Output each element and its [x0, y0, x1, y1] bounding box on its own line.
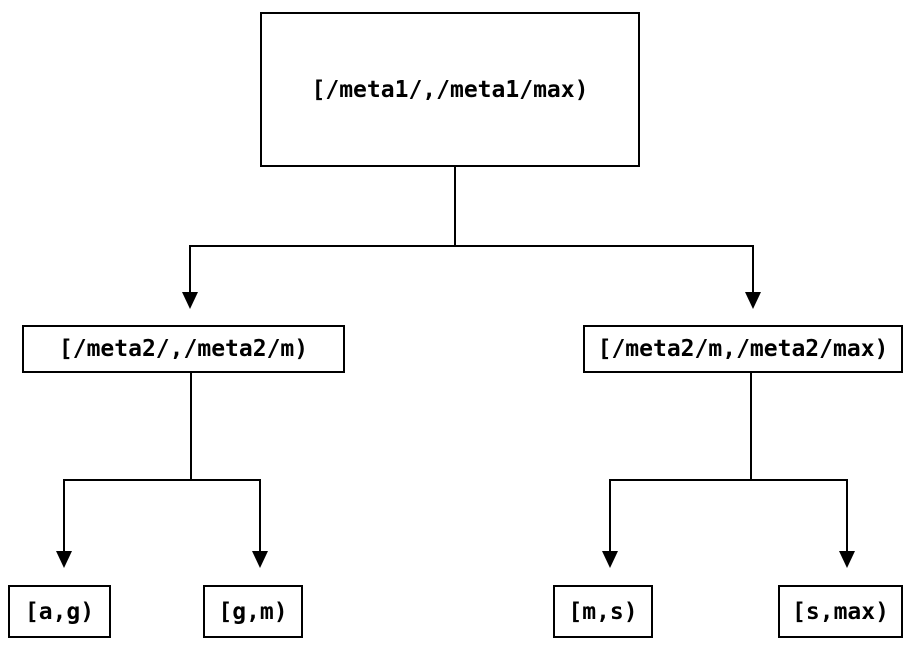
- arrowhead-leaf-ms: [602, 551, 618, 568]
- node-leaf-gm: [g,m): [203, 585, 303, 638]
- arrowhead-right-branch: [745, 292, 761, 309]
- node-meta2-lower-range: [/meta2/,/meta2/m): [22, 325, 345, 373]
- node-leaf-ms: [m,s): [553, 585, 653, 638]
- arrowhead-leaf-ag: [56, 551, 72, 568]
- node-meta1-range: [/meta1/,/meta1/max): [260, 12, 640, 167]
- node-leaf-ag: [a,g): [8, 585, 111, 638]
- arrowhead-leaf-gm: [252, 551, 268, 568]
- arrowhead-leaf-smax: [839, 551, 855, 568]
- arrowhead-left-branch: [182, 292, 198, 309]
- node-leaf-smax: [s,max): [778, 585, 903, 638]
- node-meta2-upper-range: [/meta2/m,/meta2/max): [583, 325, 903, 373]
